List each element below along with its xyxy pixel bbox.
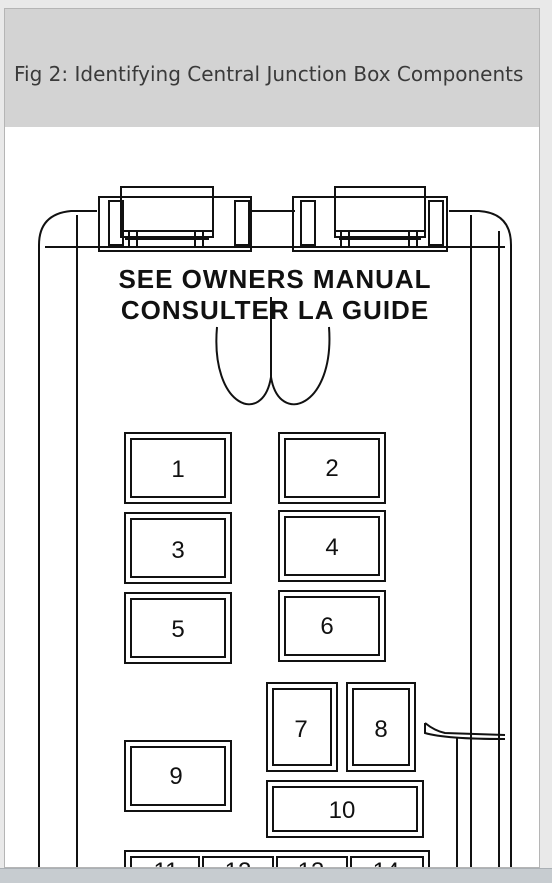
relay-6-outline bbox=[278, 590, 386, 662]
slot-7-label: 7 bbox=[294, 716, 307, 743]
fuse-row-outline bbox=[124, 850, 430, 867]
junction-box-outline bbox=[38, 210, 512, 867]
relay-1-outline bbox=[124, 432, 232, 504]
side-bracket bbox=[424, 722, 506, 740]
relay-10-outline bbox=[266, 780, 424, 838]
slot-5-label: 5 bbox=[171, 616, 184, 643]
slot-2-label: 2 bbox=[325, 455, 338, 482]
slot-9-label: 9 bbox=[169, 763, 182, 790]
header-see-owners-manual: SEE OWNERS MANUAL bbox=[118, 264, 431, 294]
relay-8-outline bbox=[346, 682, 416, 772]
junction-box-drawing: SEE OWNERS MANUAL CONSULTER LA GUIDE 1 2… bbox=[38, 186, 512, 868]
relay-7-outline bbox=[266, 682, 338, 772]
relay-2-outline bbox=[278, 432, 386, 504]
figure-frame: Fig 2: Identifying Central Junction Box … bbox=[4, 8, 540, 868]
relay-3-outline bbox=[124, 512, 232, 584]
slot-14-label: 14 bbox=[373, 858, 400, 868]
header-lobes bbox=[215, 326, 331, 406]
relay-4-outline bbox=[278, 510, 386, 582]
relay-9-outline bbox=[124, 740, 232, 812]
bottom-scrollbar[interactable] bbox=[0, 868, 552, 883]
slot-4-label: 4 bbox=[325, 534, 338, 561]
relay-5-outline bbox=[124, 592, 232, 664]
slot-12-label: 12 bbox=[225, 858, 252, 868]
slot-13-label: 13 bbox=[298, 858, 325, 868]
slot-3-label: 3 bbox=[171, 537, 184, 564]
connector-tab-left bbox=[98, 186, 252, 252]
slot-1-label: 1 bbox=[171, 456, 184, 483]
junction-box-diagram: SEE OWNERS MANUAL CONSULTER LA GUIDE 1 2… bbox=[5, 127, 539, 868]
slot-10-label: 10 bbox=[329, 797, 356, 824]
header-consulter-la-guide: CONSULTER LA GUIDE bbox=[121, 295, 429, 325]
slot-11-label: 11 bbox=[154, 858, 179, 868]
slot-8-label: 8 bbox=[374, 716, 387, 743]
connector-tab-right bbox=[292, 186, 448, 252]
slot-6-label: 6 bbox=[320, 613, 333, 640]
figure-caption: Fig 2: Identifying Central Junction Box … bbox=[5, 9, 539, 127]
